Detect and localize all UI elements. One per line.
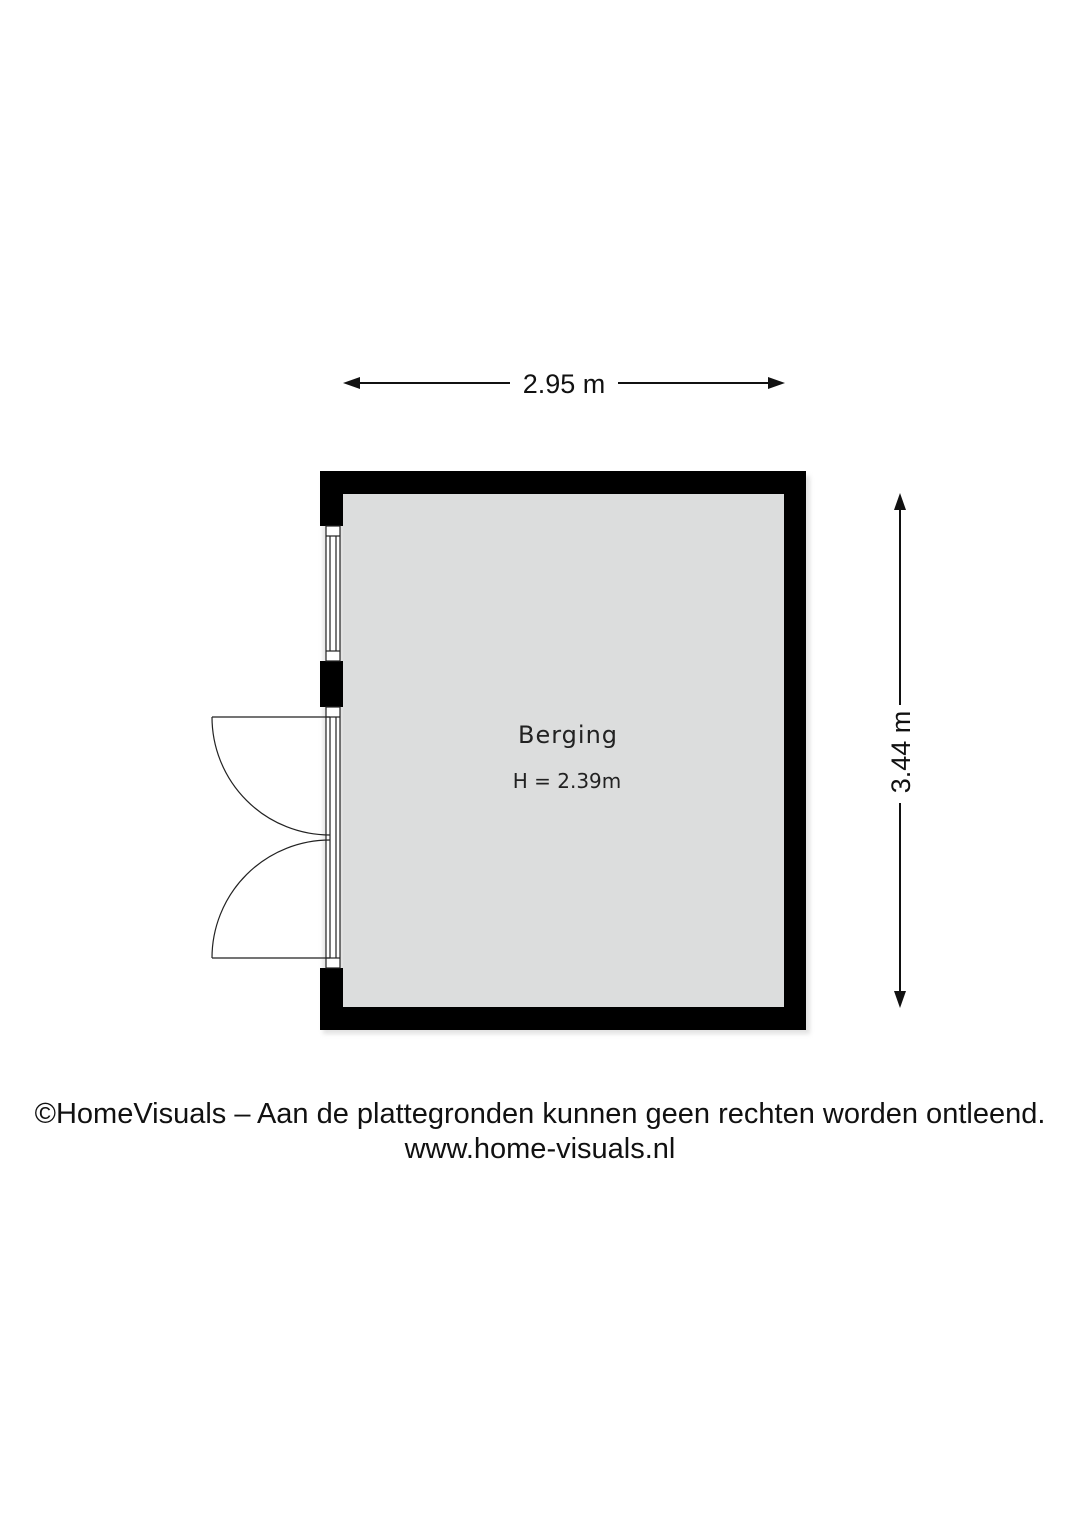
wall-left-middle xyxy=(320,661,343,707)
window xyxy=(325,525,341,662)
walls xyxy=(320,471,806,1030)
room-height: H = 2.39m xyxy=(513,769,622,793)
double-door xyxy=(211,706,341,969)
wall-left-upper xyxy=(320,471,343,526)
depth-label: 3.44 m xyxy=(886,711,916,794)
width-dimension: 2.95 m xyxy=(343,369,785,399)
website-link[interactable]: www.home-visuals.nl xyxy=(404,1133,676,1165)
wall-top xyxy=(320,471,806,494)
arrow-right-icon xyxy=(768,377,785,389)
room-name: Berging xyxy=(518,721,618,749)
wall-left-lower xyxy=(320,968,343,1030)
wall-bottom xyxy=(320,1007,806,1030)
copyright-notice: ©HomeVisuals – Aan de plattegronden kunn… xyxy=(34,1098,1046,1130)
door-swing-upper xyxy=(211,716,331,836)
arrow-down-icon xyxy=(894,991,906,1008)
depth-dimension: 3.44 m xyxy=(886,493,916,1008)
room-floor xyxy=(343,493,784,1007)
arrow-left-icon xyxy=(343,377,360,389)
width-label: 2.95 m xyxy=(523,369,606,399)
door-swing-lower xyxy=(211,839,331,959)
wall-right xyxy=(784,471,806,1030)
arrow-up-icon xyxy=(894,493,906,510)
